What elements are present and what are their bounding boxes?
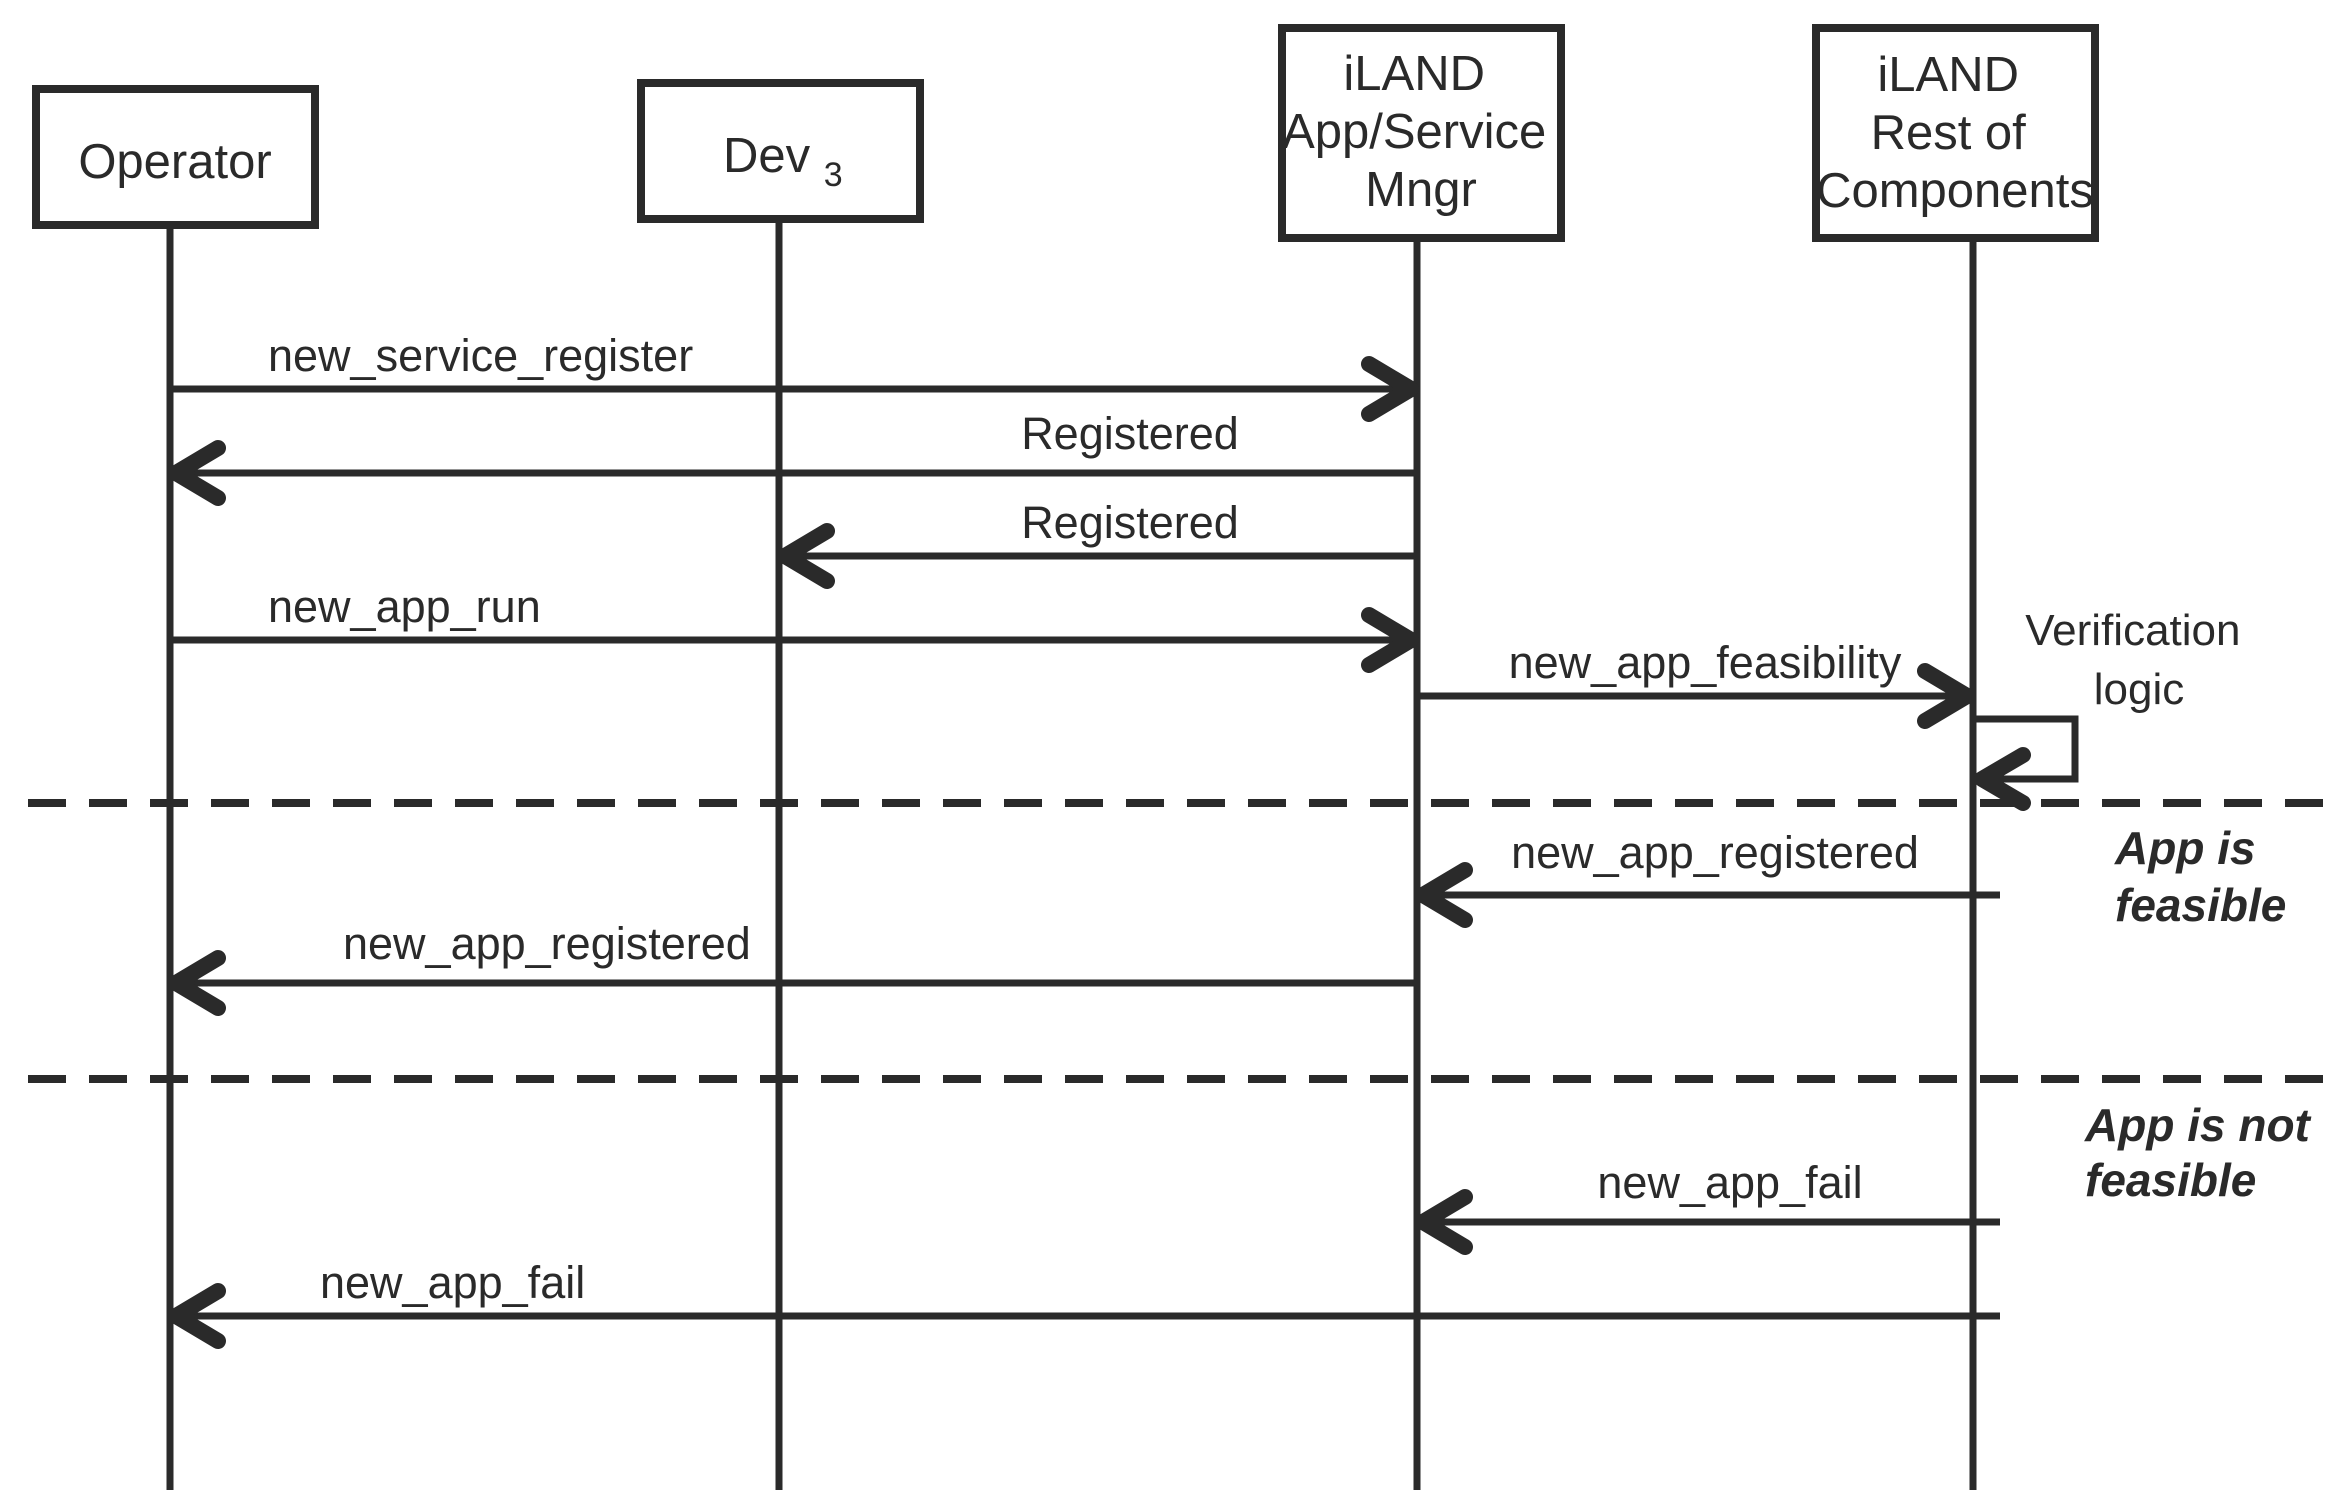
message-new-app-feasibility: new_app_feasibility: [1417, 637, 1975, 729]
actor-dev3-label: Dev 3: [723, 129, 843, 194]
actor-app-service-mngr-line2: App/Service: [1282, 105, 1546, 159]
actor-app-service-mngr: iLAND App/Service Mngr: [1278, 24, 1565, 242]
actor-operator-label: Operator: [78, 135, 271, 189]
self-message-verification-logic-label: Verification logic: [2025, 606, 2252, 714]
arrowhead-left: [168, 440, 226, 506]
message-new-app-run-label: new_app_run: [268, 581, 541, 632]
message-new-app-fail-to-operator-label: new_app_fail: [320, 1257, 585, 1308]
actor-rest-of-components-label: iLAND Rest of Components: [1816, 48, 2094, 218]
message-registered-to-operator: Registered: [168, 408, 1417, 506]
annotation-app-is-not-feasible-line1: App is not: [2084, 1099, 2312, 1151]
arrowhead-right: [1917, 663, 1975, 729]
arrowhead-right: [1361, 607, 1419, 673]
verification-logic-line2: logic: [2094, 665, 2185, 714]
self-message-loop-line: [1973, 715, 2079, 783]
annotation-app-is-not-feasible: App is not feasible: [2084, 1099, 2323, 1206]
actor-rest-of-components-line3: Components: [1816, 164, 2094, 218]
message-new-service-register: new_service_register: [170, 330, 1419, 422]
arrowhead-left: [168, 1283, 226, 1349]
arrowhead-left: [168, 950, 226, 1016]
arrowhead-left: [1415, 862, 1473, 928]
actor-rest-of-components: iLAND Rest of Components: [1812, 24, 2099, 242]
actor-app-service-mngr-box: [1278, 24, 1565, 242]
arrowhead-left: [777, 523, 835, 589]
actor-operator-box: [32, 85, 319, 229]
message-new-app-fail-to-operator: new_app_fail: [168, 1257, 2000, 1349]
annotation-app-is-not-feasible-line2: feasible: [2085, 1154, 2256, 1206]
arrowhead-right: [1361, 356, 1419, 422]
actor-app-service-mngr-label: iLAND App/Service Mngr: [1282, 47, 1560, 217]
arrowhead-left: [1415, 1189, 1473, 1255]
message-new-app-registered-to-mngr: new_app_registered: [1415, 827, 2000, 928]
message-new-service-register-label: new_service_register: [268, 330, 693, 381]
actor-dev3-label-main: Dev: [723, 129, 811, 183]
message-new-app-run: new_app_run: [170, 581, 1419, 673]
annotation-app-is-feasible-line2: feasible: [2115, 879, 2286, 931]
annotation-app-is-feasible: App is feasible: [2114, 822, 2286, 931]
message-new-app-registered-to-mngr-label: new_app_registered: [1511, 827, 1919, 878]
actor-app-service-mngr-line3: Mngr: [1365, 163, 1477, 217]
annotation-app-is-feasible-line1: App is: [2114, 822, 2256, 874]
message-new-app-registered-to-operator: new_app_registered: [168, 918, 1417, 1016]
message-new-app-fail-to-mngr-label: new_app_fail: [1597, 1157, 1862, 1208]
message-registered-to-operator-label: Registered: [1021, 408, 1239, 459]
actor-rest-of-components-box: [1812, 24, 2099, 242]
actor-dev3-label-subscript: 3: [824, 156, 843, 194]
actor-rest-of-components-line1: iLAND: [1877, 48, 2019, 102]
arrowhead-left: [1974, 747, 2031, 811]
actor-operator: Operator: [32, 85, 319, 229]
message-new-app-fail-to-mngr: new_app_fail: [1415, 1157, 2000, 1255]
actor-dev3-box: [637, 79, 924, 223]
verification-logic-line1: Verification: [2025, 606, 2240, 655]
message-new-app-feasibility-label: new_app_feasibility: [1509, 637, 1902, 688]
actor-app-service-mngr-line1: iLAND: [1343, 47, 1485, 101]
message-registered-to-dev3-label: Registered: [1021, 497, 1239, 548]
message-new-app-registered-to-operator-label: new_app_registered: [343, 918, 751, 969]
message-registered-to-dev3: Registered: [777, 497, 1417, 589]
actor-dev3: Dev 3: [637, 79, 924, 223]
actor-rest-of-components-line2: Rest of: [1871, 106, 2027, 160]
self-message-verification-logic: Verification logic: [1973, 606, 2252, 811]
